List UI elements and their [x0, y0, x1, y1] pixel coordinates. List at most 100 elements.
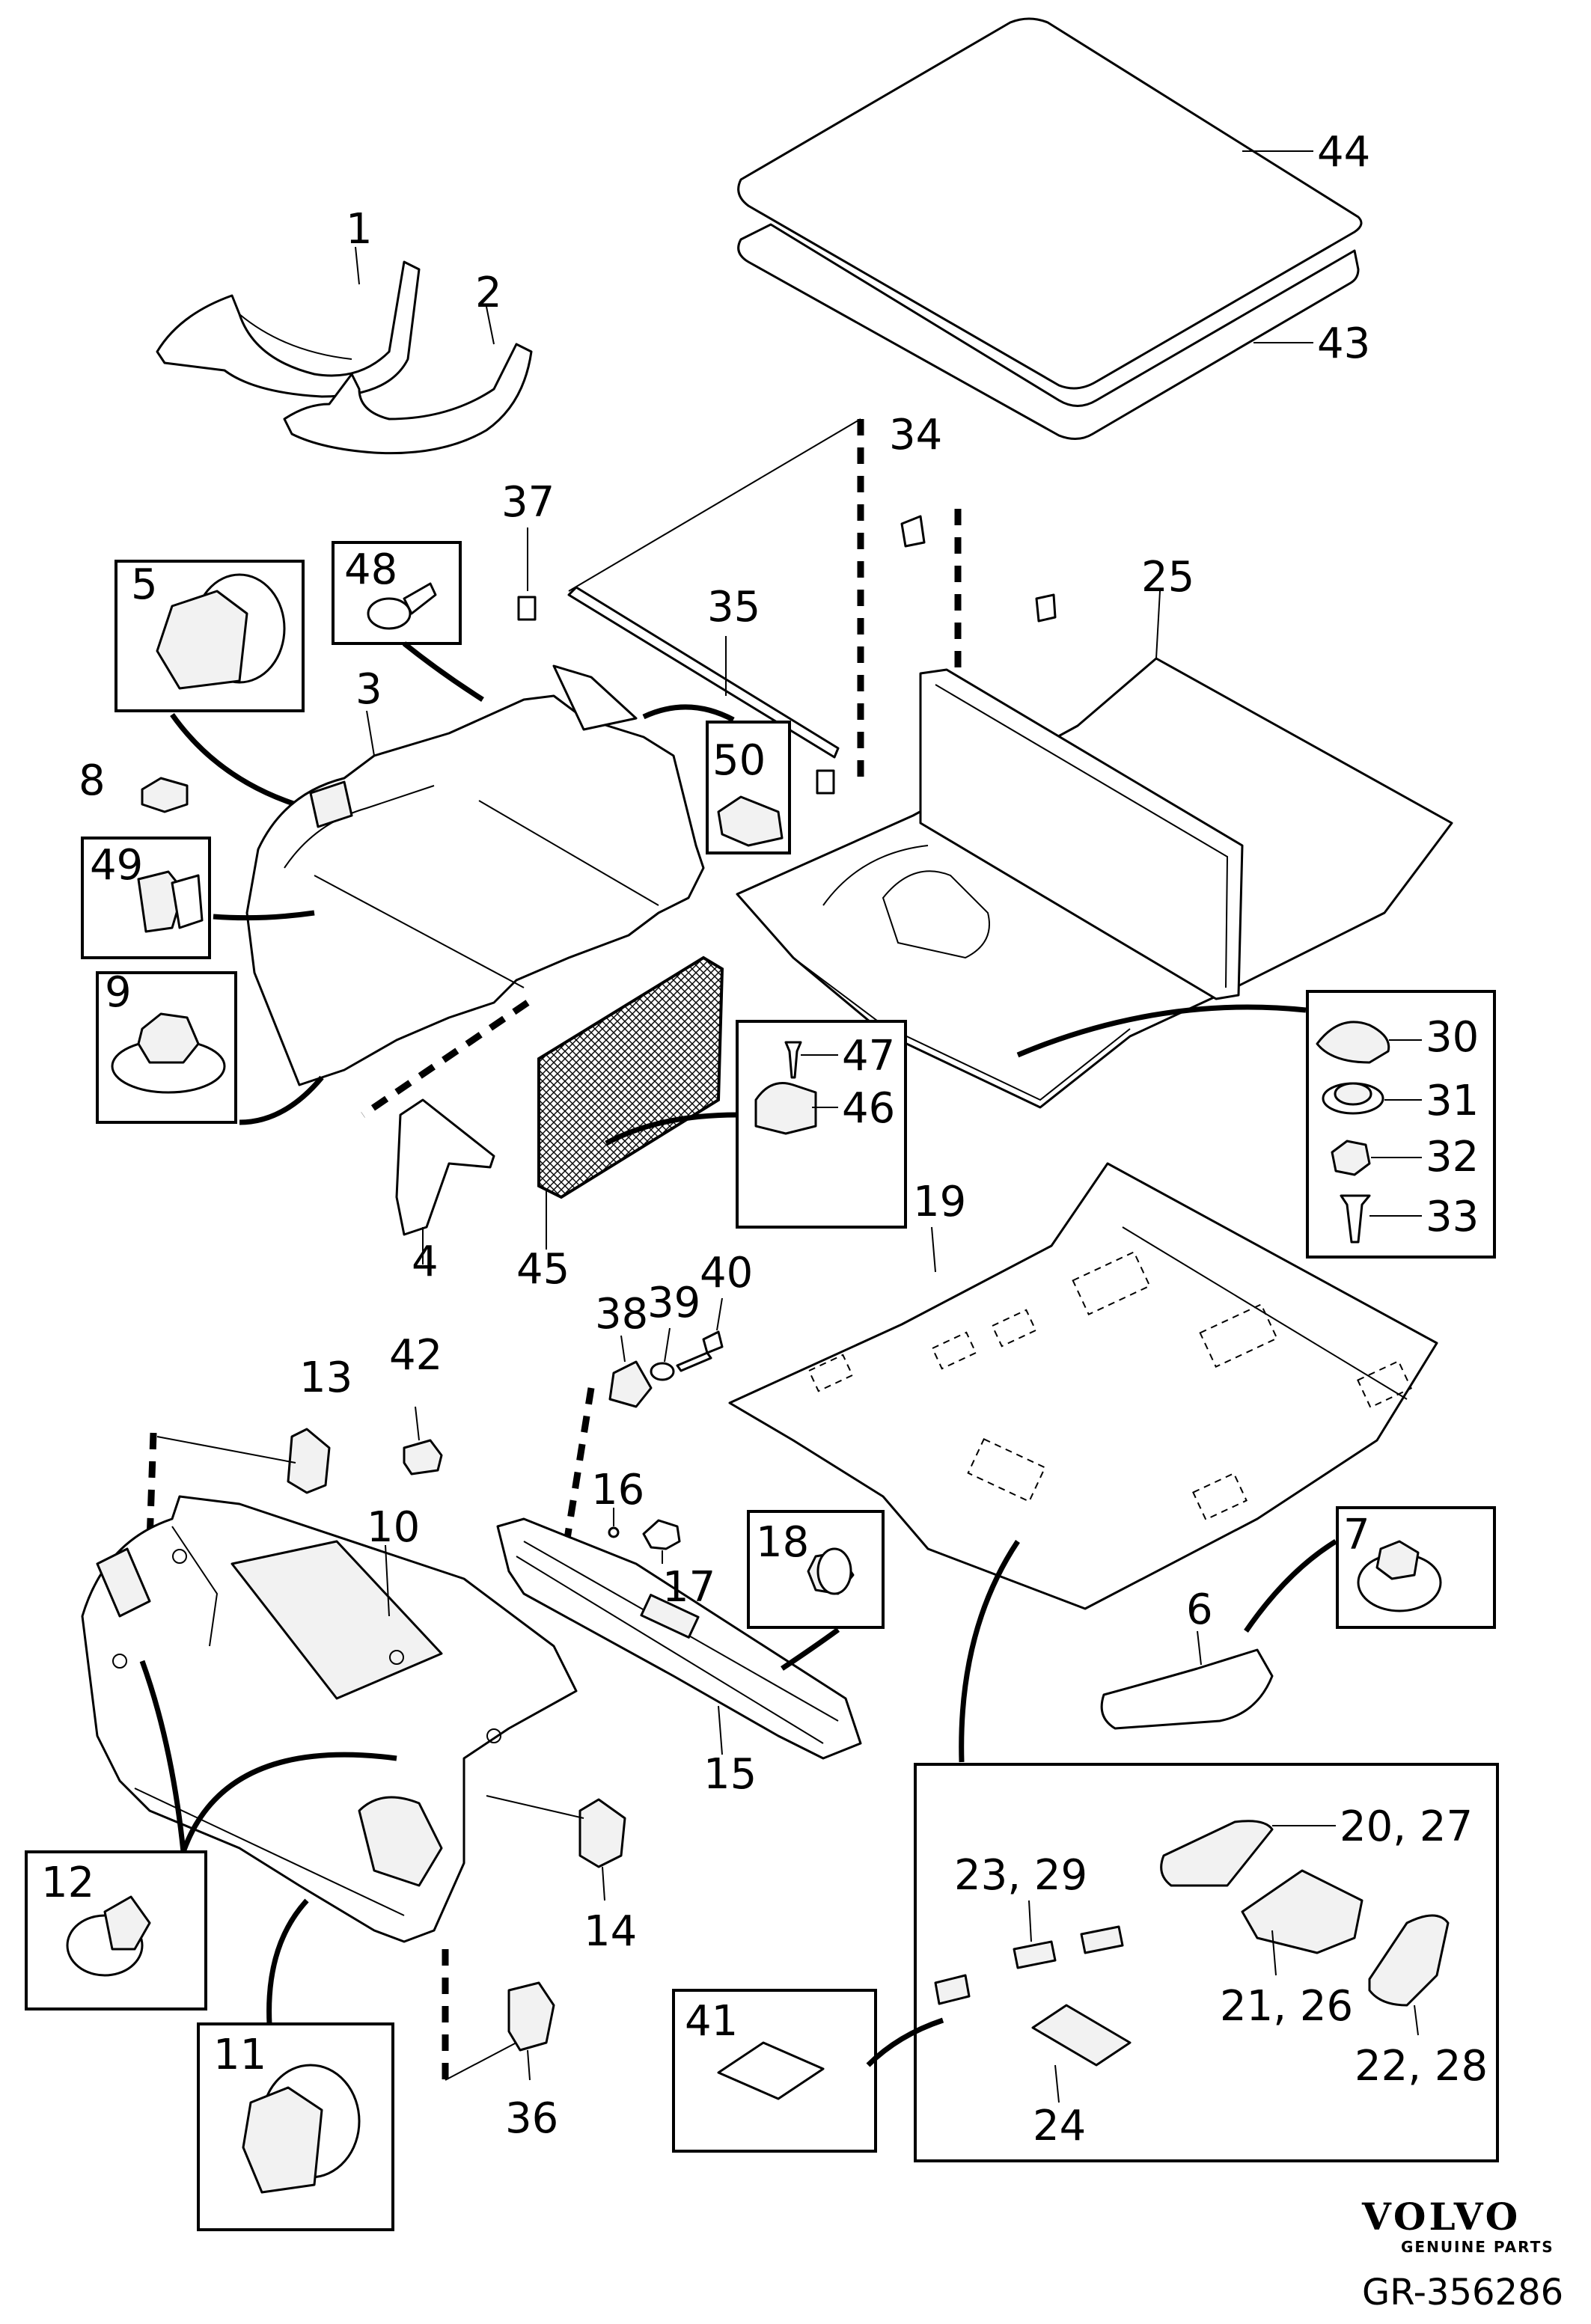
clip-11 — [242, 2064, 361, 2194]
callout-45: 45 — [516, 1245, 569, 1294]
arrow-48 — [402, 641, 484, 702]
leader-38 — [620, 1335, 626, 1363]
callout-8: 8 — [79, 756, 106, 805]
callout-33: 33 — [1426, 1193, 1479, 1241]
leader-21-26 — [1271, 1930, 1277, 1976]
bracket-4 — [395, 1098, 495, 1236]
callout-12: 12 — [41, 1859, 94, 1907]
leader-25 — [1155, 590, 1161, 659]
callout-20-27: 20, 27 — [1340, 1802, 1473, 1851]
callout-47: 47 — [842, 1032, 895, 1080]
arrow-50 — [642, 704, 735, 723]
leader-24 — [1054, 2064, 1060, 2103]
pad-22-28 — [1368, 1914, 1450, 2007]
callout-1: 1 — [346, 205, 373, 254]
box-pin-12 — [25, 1850, 207, 2010]
callout-24: 24 — [1033, 2102, 1086, 2150]
arrow-19-to-pads — [959, 1540, 1020, 1763]
callout-23-29: 23, 29 — [954, 1851, 1087, 1900]
callout-2: 2 — [475, 269, 502, 317]
wedge-6 — [1100, 1648, 1274, 1730]
cargo-net-45 — [537, 955, 724, 1199]
callout-35: 35 — [707, 583, 760, 632]
bolt-40 — [676, 1330, 724, 1372]
leader-19 — [931, 1226, 936, 1273]
callout-19: 19 — [913, 1178, 966, 1226]
pad-24 — [1031, 2004, 1132, 2067]
trim-piece-1 — [156, 260, 421, 398]
leader-39 — [664, 1327, 671, 1363]
leader-40 — [716, 1297, 723, 1331]
clip-14 — [578, 1798, 626, 1868]
leader-3 — [366, 710, 375, 756]
leader-22-28 — [1414, 2005, 1419, 2036]
callout-31: 31 — [1426, 1077, 1479, 1125]
callout-11: 11 — [213, 2031, 266, 2079]
callout-4: 4 — [412, 1238, 439, 1286]
screw-33 — [1340, 1194, 1371, 1244]
callout-9: 9 — [105, 968, 132, 1017]
arrow-18 — [781, 1627, 840, 1671]
pad-23-29 — [934, 1925, 1124, 2005]
arrow-12b — [139, 1660, 186, 1853]
floor-board-43 — [737, 223, 1360, 440]
clip-36 — [507, 1981, 555, 2052]
clip-13 — [287, 1428, 331, 1494]
pad-20-27 — [1160, 1820, 1274, 1887]
brand-logo: VOLVO — [1361, 2195, 1521, 2239]
callout-18: 18 — [756, 1518, 809, 1567]
arrow-floor-to-fasteners — [1016, 1004, 1307, 1058]
callout-17: 17 — [662, 1563, 715, 1612]
callout-21-26: 21, 26 — [1220, 1982, 1353, 2031]
pad-8 — [141, 777, 189, 813]
callout-10: 10 — [367, 1503, 420, 1552]
callout-42: 42 — [389, 1331, 442, 1380]
callout-25: 25 — [1141, 553, 1194, 602]
nut-32 — [1331, 1140, 1371, 1176]
callout-49: 49 — [90, 841, 143, 890]
callout-36: 36 — [505, 2094, 558, 2143]
clip-34b — [1035, 593, 1057, 623]
dashed-guide-38 — [561, 1387, 595, 1553]
callout-30: 30 — [1426, 1013, 1479, 1062]
leader-15 — [718, 1705, 723, 1755]
pin-48 — [367, 582, 437, 630]
callout-13: 13 — [299, 1354, 352, 1402]
callout-37: 37 — [501, 478, 555, 527]
callout-40: 40 — [700, 1249, 753, 1297]
dashed-guide-4 — [361, 1000, 530, 1118]
callout-38: 38 — [595, 1290, 648, 1339]
arrow-12a — [180, 1752, 397, 1853]
callout-32: 32 — [1426, 1133, 1479, 1181]
callout-7: 7 — [1343, 1511, 1370, 1559]
clip-50 — [717, 795, 784, 847]
callout-48: 48 — [344, 545, 397, 594]
clip-5 — [156, 573, 286, 690]
leader-13 — [156, 1436, 296, 1464]
callout-34: 34 — [889, 411, 942, 459]
leader-1 — [355, 246, 360, 285]
cap-30 — [1316, 1021, 1390, 1064]
callout-14: 14 — [584, 1907, 637, 1956]
callout-46: 46 — [842, 1084, 895, 1133]
arrow-9 — [239, 1075, 324, 1125]
leader-14b — [486, 1795, 584, 1819]
washer-39 — [650, 1362, 675, 1381]
leader-10 — [385, 1544, 390, 1617]
rear-panel-10 — [81, 1495, 578, 1943]
callout-39: 39 — [647, 1279, 700, 1327]
callout-16: 16 — [591, 1466, 644, 1514]
leader-23-29 — [1028, 1900, 1032, 1942]
holder-46 — [754, 1082, 817, 1135]
screw-16 — [608, 1526, 620, 1538]
box-pad-41 — [672, 1989, 877, 2153]
pad-41 — [717, 2041, 825, 2100]
arrow-46 — [605, 1112, 738, 1146]
leader-14 — [602, 1866, 605, 1901]
floor-board-44 — [737, 17, 1363, 390]
arrow-7 — [1244, 1539, 1337, 1633]
callout-41: 41 — [685, 1997, 738, 2046]
pin-12 — [66, 1895, 151, 1977]
nut-7 — [1357, 1540, 1442, 1612]
leader-2 — [486, 306, 495, 345]
